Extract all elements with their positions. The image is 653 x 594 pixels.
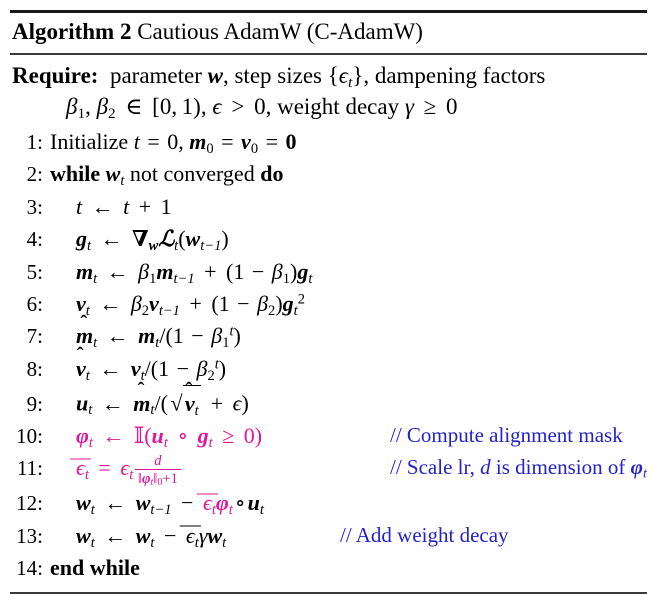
require-text-line2: β1, β2 ∈ [0, 1), ϵ > 0, weight decay γ ≥… — [66, 94, 458, 122]
require-keyword: Require: — [12, 63, 99, 88]
algorithm-title: Algorithm 2 Cautious AdamW (C-AdamW) — [0, 13, 653, 50]
cautious-mask-expression: φt ← 𝕀(ut ∘ gt ≥ 0) — [76, 422, 263, 451]
line-code: mt ← β1mt−1 + (1 − β1)gt — [76, 258, 313, 287]
line-code: t ← t + 1 — [76, 193, 172, 219]
line-number: 7: — [26, 324, 43, 349]
require-block: Require: parameter w, step sizes {ϵt}, d… — [0, 55, 653, 122]
bar-accent: — — [196, 479, 218, 504]
algorithm-body: 1: Initialize t = 0, m0 = v0 = 0 2: whil… — [0, 122, 653, 584]
algorithm-line-5: 5: mt ← β1mt−1 + (1 − β1)gt — [0, 256, 653, 288]
bar-accent: — — [69, 444, 91, 469]
line-code: gt ← ∇wℒt(wt−1) — [76, 226, 229, 254]
not-converged-text: not converged — [129, 161, 255, 187]
algorithm-line-4: 4: gt ← ∇wℒt(wt−1) — [0, 223, 653, 255]
rule-top — [10, 10, 647, 13]
line-number: 3: — [26, 194, 43, 219]
rule-middle — [10, 53, 647, 55]
line-code: φt ← 𝕀(ut ∘ gt ≥ 0) // Compute alignment… — [50, 420, 653, 451]
hat-accent: ˆ — [137, 379, 145, 402]
line-number: 12: — [16, 491, 43, 516]
hat-accent: ˆ — [80, 311, 88, 334]
update-pink-part: —ϵtφt — [197, 480, 233, 517]
line-number: 13: — [16, 523, 43, 548]
bar-accent: — — [179, 512, 201, 537]
algorithm-line-13: 13: wt ← wt − —ϵtγwt // Add weight decay — [0, 512, 653, 552]
line-code: while wt not converged do — [50, 161, 284, 190]
while-keyword: while — [50, 161, 101, 187]
algorithm-line-12: 12: wt ← wt−1 − —ϵtφt∘ut — [0, 480, 653, 519]
line-number: 8: — [26, 356, 43, 381]
line-number: 1: — [26, 130, 43, 154]
hat-accent: ˆ — [76, 344, 84, 367]
hat-accent: ˆ — [185, 379, 193, 402]
comment-prefix: // Scale lr, — [390, 455, 475, 480]
line-number: 10: — [16, 423, 43, 448]
line-code: end while — [50, 554, 140, 580]
comment-mid: is dimension of — [495, 455, 626, 480]
line-number: 14: — [16, 555, 43, 580]
require-text-line1: parameter w, step sizes {ϵt}, dampening … — [109, 63, 546, 91]
line-comment: // Scale lr, d is dimension of φt — [390, 455, 647, 481]
algorithm-line-1: 1: Initialize t = 0, m0 = v0 = 0 — [0, 126, 653, 158]
algorithm-line-3: 3: t ← t + 1 — [0, 191, 653, 223]
algorithm-line-14: 14: end while — [0, 552, 653, 584]
line-code: wt ← wt − —ϵtγwt // Add weight decay — [50, 512, 653, 551]
line-comment: // Add weight decay — [340, 522, 509, 547]
line-code: Initialize t = 0, m0 = v0 = 0 — [50, 129, 297, 157]
line-code: wt ← wt−1 − —ϵtφt∘ut — [50, 480, 653, 518]
line-number: 2: — [26, 162, 43, 187]
line-code: vt ← β2vt−1 + (1 − β2)gt2 — [76, 291, 305, 319]
algorithm-line-6: 6: vt ← β2vt−1 + (1 − β2)gt2 — [0, 288, 653, 320]
line-number: 6: — [26, 292, 43, 317]
algorithm-line-2: 2: while wt not converged do — [0, 158, 653, 190]
algorithm-block: Algorithm 2 Cautious AdamW (C-AdamW) Req… — [0, 10, 653, 594]
algorithm-line-10: 10: φt ← 𝕀(ut ∘ gt ≥ 0) // Compute align… — [0, 420, 653, 452]
algorithm-name: Cautious AdamW (C-AdamW) — [137, 19, 423, 44]
line-number: 9: — [26, 391, 43, 416]
initialize-keyword: Initialize — [50, 129, 129, 154]
fraction: d‖φt‖0+1 — [135, 453, 181, 488]
line-number: 11: — [16, 456, 43, 481]
do-keyword: do — [260, 161, 284, 187]
line-comment: // Compute alignment mask — [390, 422, 623, 447]
line-number: 4: — [26, 227, 43, 252]
algorithm-label: Algorithm 2 — [12, 19, 132, 44]
line-number: 5: — [26, 259, 43, 284]
require-gap — [98, 63, 110, 88]
